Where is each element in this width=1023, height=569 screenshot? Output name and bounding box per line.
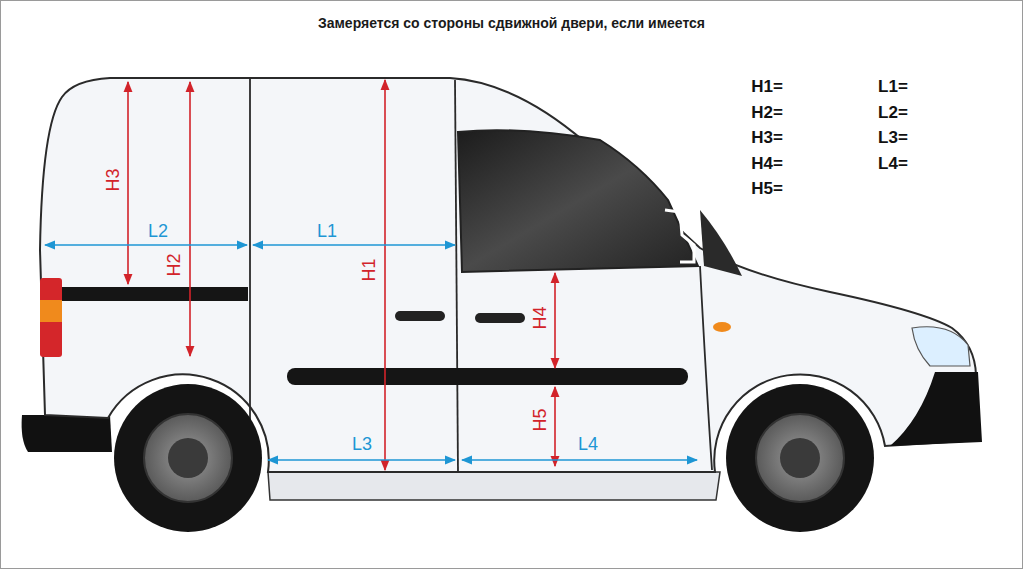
side-window xyxy=(458,130,698,272)
title: Замеряется со стороны сдвижной двери, ес… xyxy=(0,15,1023,31)
measure-field: H2= xyxy=(751,104,783,121)
door-handle xyxy=(395,311,445,321)
dimension-label: L1 xyxy=(317,222,337,240)
side-marker xyxy=(713,322,731,332)
dimension-lines xyxy=(45,80,697,470)
dimension-label: H1 xyxy=(360,258,378,281)
dimension-label: L2 xyxy=(148,222,168,240)
measure-field: L4= xyxy=(878,155,908,172)
rear-wheel xyxy=(114,384,262,532)
rub-strip xyxy=(287,368,688,385)
measure-field: H4= xyxy=(751,155,783,172)
measure-field: L1= xyxy=(878,78,908,95)
sill xyxy=(268,472,720,500)
front-wheel xyxy=(726,384,874,532)
dimension-label: L4 xyxy=(578,435,598,453)
headlight xyxy=(912,327,970,366)
measure-field: H5= xyxy=(751,180,783,197)
door-line xyxy=(700,266,712,470)
front-bumper xyxy=(890,372,982,446)
windshield xyxy=(700,210,742,276)
measure-field: H1= xyxy=(751,78,783,95)
rear-bumper xyxy=(22,415,112,452)
rear-stripe xyxy=(45,287,248,301)
dimension-label: L3 xyxy=(352,435,372,453)
dimension-label: H4 xyxy=(531,306,549,329)
dimension-label: H5 xyxy=(531,408,549,431)
door-line xyxy=(249,78,251,472)
door-handle xyxy=(475,313,525,323)
dimension-label: H3 xyxy=(104,168,122,191)
dimension-label: H2 xyxy=(165,253,183,276)
mirror-edge xyxy=(665,210,694,262)
door-line xyxy=(455,80,458,472)
measure-field: H3= xyxy=(751,129,783,146)
tail-light xyxy=(40,278,62,357)
measure-field: L2= xyxy=(878,104,908,121)
measure-field: L3= xyxy=(878,129,908,146)
tail-light xyxy=(40,300,62,322)
